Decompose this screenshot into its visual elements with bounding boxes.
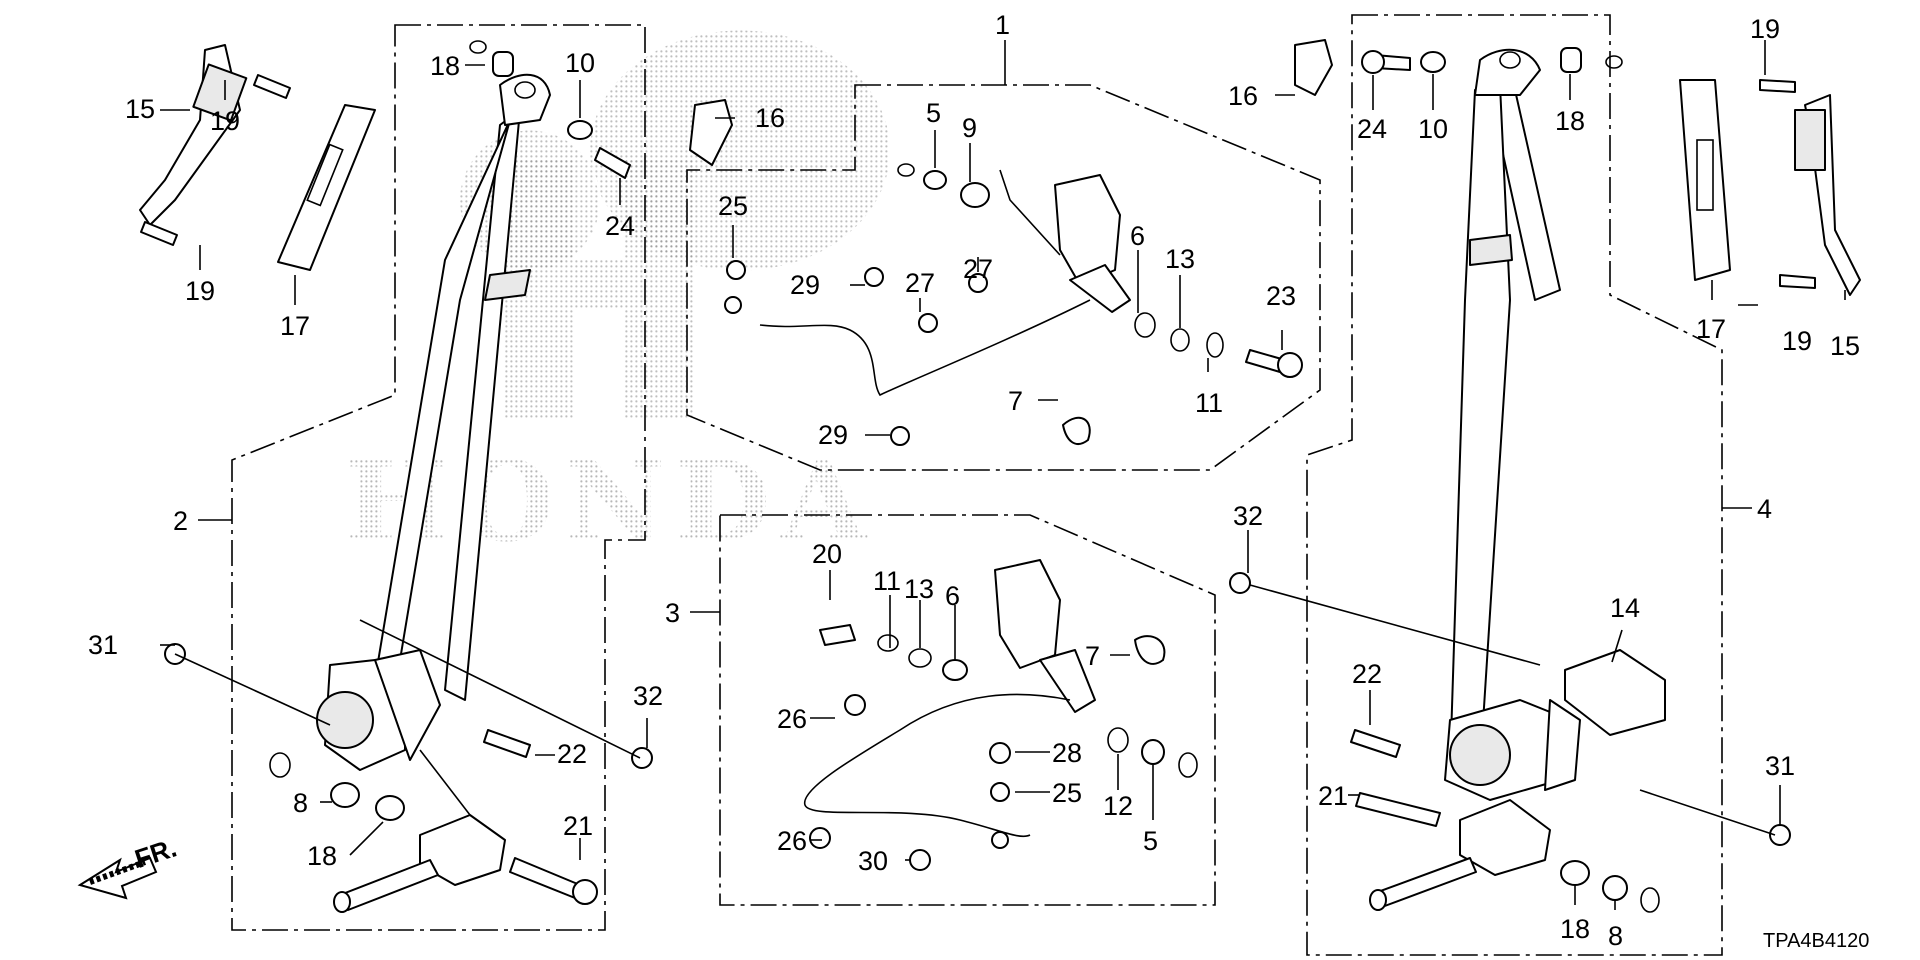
leader-lines	[160, 40, 1846, 910]
callout-10: 10	[1418, 114, 1448, 144]
buckle-1	[1054, 174, 1121, 286]
callout-14: 14	[1610, 593, 1640, 623]
callout-24: 24	[605, 211, 635, 241]
callout-25: 25	[718, 191, 748, 221]
callout-6: 6	[945, 581, 960, 611]
group-boundaries	[231, 14, 1723, 956]
callout-29: 29	[790, 270, 820, 300]
callout-30: 30	[858, 846, 888, 876]
callout-11: 11	[873, 566, 901, 596]
callout-13: 13	[904, 574, 934, 604]
callout-26: 26	[777, 826, 807, 856]
callout-22: 22	[557, 739, 587, 769]
callout-2: 2	[173, 506, 188, 536]
callout-32: 32	[633, 681, 663, 711]
callout-18: 18	[430, 51, 460, 81]
retractor-cover	[1564, 649, 1666, 736]
callout-21: 21	[1318, 781, 1348, 811]
callout-27: 27	[905, 268, 935, 298]
callout-25: 25	[1052, 778, 1082, 808]
callout-32: 32	[1233, 501, 1263, 531]
callout-31: 31	[88, 630, 118, 660]
callout-19: 19	[185, 276, 215, 306]
callout-31: 31	[1765, 751, 1795, 781]
callout-15: 15	[1830, 331, 1860, 361]
callout-28: 28	[1052, 738, 1082, 768]
callout-15: 15	[125, 94, 155, 124]
callout-7: 7	[1008, 386, 1023, 416]
group-boundary-3	[719, 514, 1216, 906]
buckle-3	[994, 559, 1061, 669]
callout-5: 5	[926, 98, 941, 128]
callout-16: 16	[755, 103, 785, 133]
seat-belt-assembly-left	[316, 73, 551, 913]
callout-3: 3	[665, 598, 680, 628]
group-boundary-4	[1306, 14, 1723, 956]
front-direction-marker: FR.	[77, 832, 180, 900]
callout-16: 16	[1228, 81, 1258, 111]
callout-6: 6	[1130, 221, 1145, 251]
pillar-trim-left	[277, 104, 376, 271]
group-boundary-2	[231, 24, 646, 931]
group-boundary-1	[686, 84, 1321, 471]
callout-22: 22	[1352, 659, 1382, 689]
callout-19: 19	[1750, 14, 1780, 44]
callout-11: 11	[1195, 388, 1223, 418]
callout-21: 21	[563, 811, 593, 841]
callout-9: 9	[962, 113, 977, 143]
callout-8: 8	[293, 788, 308, 818]
callout-24: 24	[1357, 114, 1387, 144]
callout-18: 18	[1555, 106, 1585, 136]
callout-23: 23	[1266, 281, 1296, 311]
parts-group-1	[689, 99, 1303, 446]
callout-29: 29	[818, 420, 848, 450]
callout-8: 8	[1608, 921, 1623, 951]
diagram-code: TPA4B4120	[1763, 930, 1869, 952]
callout-12: 12	[1103, 791, 1133, 821]
callout-26: 26	[777, 704, 807, 734]
parts-group-2	[139, 40, 653, 905]
callout-4: 4	[1757, 494, 1772, 524]
parts-group-3	[804, 559, 1198, 871]
callout-1: 1	[995, 10, 1010, 40]
front-arrow-icon	[77, 856, 158, 900]
parts-group-4	[1229, 39, 1861, 913]
callout-5: 5	[1143, 826, 1158, 856]
callout-7: 7	[1085, 641, 1100, 671]
callout-labels: 1 2 3 4 15 19 19 17 18 10 24 16 25 29 29…	[88, 10, 1869, 952]
callout-17: 17	[280, 311, 310, 341]
callout-19: 19	[210, 106, 240, 136]
callout-27: 27	[963, 254, 993, 284]
seat-belt-assembly-right	[1369, 48, 1581, 911]
pillar-trim-right	[1679, 79, 1731, 281]
callout-13: 13	[1165, 244, 1195, 274]
callout-17: 17	[1696, 314, 1726, 344]
callout-18: 18	[1560, 914, 1590, 944]
callout-10: 10	[565, 48, 595, 78]
front-label: FR.	[131, 832, 180, 873]
callout-20: 20	[812, 539, 842, 569]
callout-19: 19	[1782, 326, 1812, 356]
callout-18: 18	[307, 841, 337, 871]
